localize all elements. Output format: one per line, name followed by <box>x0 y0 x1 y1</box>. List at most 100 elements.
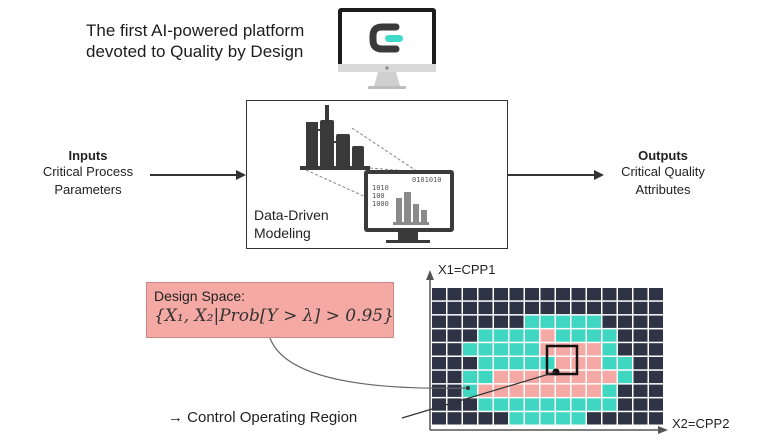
tagline: The first AI-powered platform devoted to… <box>86 20 304 62</box>
grid-cell <box>509 357 524 370</box>
control-connector <box>401 371 557 419</box>
grid-cell <box>525 343 539 356</box>
input-arrow <box>150 170 246 180</box>
grid-cell <box>463 357 477 370</box>
grid-cell <box>633 329 648 342</box>
grid-cell <box>633 288 648 301</box>
grid-cell <box>571 301 586 315</box>
grid-cell <box>602 384 617 397</box>
grid-cell <box>571 384 586 397</box>
grid-cell <box>463 384 477 397</box>
grid-cell <box>478 329 493 342</box>
grid-cell <box>633 370 648 384</box>
grid-cell <box>447 315 462 328</box>
y-axis-label: X1=CPP1 <box>438 262 496 277</box>
grid-cell <box>618 398 632 411</box>
grid-cell <box>463 315 477 328</box>
grid-cell <box>478 288 493 301</box>
grid-cell <box>525 315 539 328</box>
grid-cell <box>540 301 555 315</box>
grid-cell <box>649 315 663 328</box>
grid-cell <box>602 370 617 384</box>
grid-cell <box>556 301 570 315</box>
grid-cell <box>463 370 477 384</box>
grid-cell <box>509 398 524 411</box>
grid-cell <box>587 412 601 425</box>
grid-cell <box>509 370 524 384</box>
inputs-line-1: Critical Process <box>42 164 134 179</box>
grid-cell <box>525 288 539 301</box>
grid-cell <box>571 329 586 342</box>
grid-cell <box>602 329 617 342</box>
grid-cell <box>633 315 648 328</box>
grid-cell <box>618 370 632 384</box>
grid-cell <box>509 329 524 342</box>
grid-cell <box>478 412 493 425</box>
grid-cell <box>556 357 570 370</box>
grid-cell <box>494 357 508 370</box>
grid-cell <box>540 315 555 328</box>
grid-cell <box>525 384 539 397</box>
grid-cell <box>478 343 493 356</box>
design-space-title: Design Space: <box>154 288 246 304</box>
grid-cell <box>509 384 524 397</box>
grid-cell <box>447 384 462 397</box>
grid-cell <box>432 357 446 370</box>
grid-cell <box>525 398 539 411</box>
grid-cell <box>447 301 462 315</box>
x-axis-label: X2=CPP2 <box>672 416 730 431</box>
grid-cell <box>447 412 462 425</box>
grid-cell <box>447 288 462 301</box>
control-region-box <box>545 344 579 376</box>
grid-cell <box>602 288 617 301</box>
connector-dot <box>466 386 470 390</box>
grid-cell <box>649 301 663 315</box>
grid-cell <box>556 329 570 342</box>
grid-cell <box>447 329 462 342</box>
grid-cell <box>602 412 617 425</box>
grid-cell <box>478 357 493 370</box>
grid-cell <box>447 370 462 384</box>
grid-cell <box>571 315 586 328</box>
screen-bit-4: 1000 <box>372 200 389 208</box>
grid-cell <box>525 329 539 342</box>
inputs-line-2: Parameters <box>54 182 122 197</box>
modeling-label: Data-Driven Modeling <box>254 206 329 242</box>
screen-bit-2: 1010 <box>372 184 389 192</box>
design-space-box <box>146 282 394 338</box>
grid-cell <box>494 301 508 315</box>
grid-cell <box>571 370 586 384</box>
grid-cell <box>556 412 570 425</box>
grid-cell <box>432 301 446 315</box>
screen-bit-1: 0101010 <box>412 176 442 184</box>
grid-cell <box>540 398 555 411</box>
grid-cell <box>602 343 617 356</box>
grid-cell <box>633 357 648 370</box>
grid-cell <box>649 357 663 370</box>
grid-cell <box>556 384 570 397</box>
computer-icon <box>364 170 454 243</box>
grid-cell <box>633 412 648 425</box>
grid-cell <box>649 288 663 301</box>
grid-cell <box>571 288 586 301</box>
grid-cell <box>463 412 477 425</box>
grid-cell <box>587 315 601 328</box>
screen-bit-3: 100 <box>372 192 385 200</box>
grid-cell <box>602 301 617 315</box>
grid-cell <box>540 329 555 342</box>
grid-cell <box>463 301 477 315</box>
grid-cell <box>633 343 648 356</box>
grid-cell <box>525 357 539 370</box>
grid-cell <box>587 288 601 301</box>
grid-cell <box>432 288 446 301</box>
grid-cell <box>509 301 524 315</box>
grid-cell <box>571 412 586 425</box>
grid-cell <box>509 343 524 356</box>
design-space-connector <box>269 337 469 389</box>
outputs-title: Outputs <box>638 148 688 163</box>
outputs-line-2: Attributes <box>635 182 691 197</box>
grid-cell <box>602 357 617 370</box>
grid-cell <box>463 329 477 342</box>
factory-icon <box>300 105 370 170</box>
grid-cell <box>540 384 555 397</box>
